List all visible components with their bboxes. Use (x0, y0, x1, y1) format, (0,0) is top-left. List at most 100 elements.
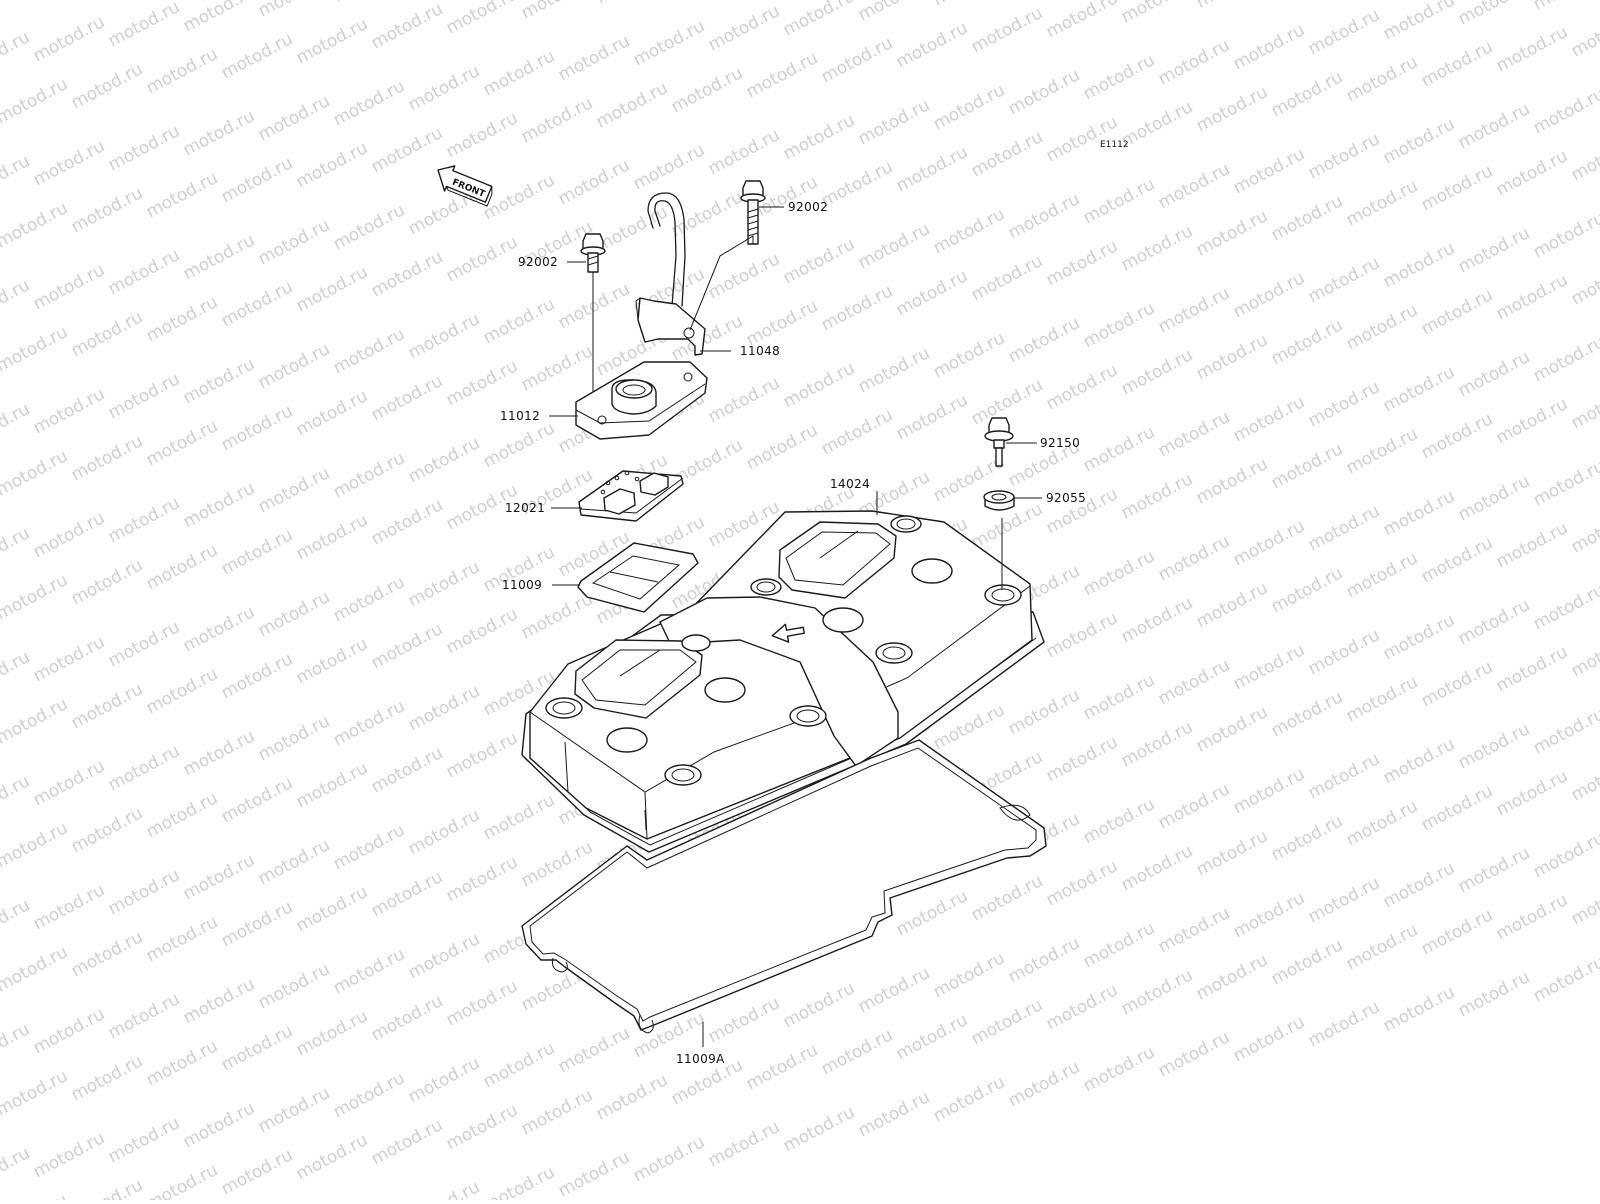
watermark-text: motod.ru (1230, 888, 1308, 942)
cylinder-head-cover-14024[interactable] (521, 510, 1045, 853)
watermark-text: motod.ru (743, 420, 821, 474)
watermark-text: motod.ru (1380, 734, 1458, 788)
watermark-text: motod.ru (593, 202, 671, 256)
watermark-text: motod.ru (293, 634, 371, 688)
watermark-text: motod.ru (1530, 828, 1600, 882)
watermark-text: motod.ru (1493, 22, 1571, 76)
watermark-text: motod.ru (1005, 685, 1083, 739)
watermark-text: motod.ru (1305, 873, 1383, 927)
watermark-text: motod.ru (930, 948, 1008, 1002)
watermark-text: motod.ru (368, 0, 446, 53)
watermark-text: motod.ru (1455, 0, 1533, 29)
watermark-text: motod.ru (1193, 826, 1271, 880)
watermark-text: motod.ru (1043, 608, 1121, 662)
watermark-text: motod.ru (443, 852, 521, 906)
watermark-text: motod.ru (218, 1021, 296, 1075)
watermark-text: motod.ru (1455, 99, 1533, 153)
watermark-text: motod.ru (818, 281, 896, 335)
label-11048: 11048 (740, 344, 780, 358)
watermark-text: motod.ru (1455, 223, 1533, 277)
watermark-text: motod.ru (1568, 7, 1600, 61)
watermark-text: motod.ru (518, 93, 596, 147)
cover-11012[interactable] (575, 361, 708, 440)
watermark-text: motod.ru (555, 1147, 633, 1200)
watermark-text: motod.ru (1380, 610, 1458, 664)
watermark-text: motod.ru (0, 647, 33, 701)
reed-valve-plate-12021[interactable] (578, 470, 684, 522)
watermark-text: motod.ru (0, 895, 33, 949)
watermark-text: motod.ru (443, 728, 521, 782)
grommet-92055[interactable] (983, 490, 1015, 511)
watermark-text: motod.ru (1343, 300, 1421, 354)
watermark-text: motod.ru (405, 61, 483, 115)
watermark-text: motod.ru (330, 820, 408, 874)
watermark-text: motod.ru (330, 572, 408, 626)
watermark-text: motod.ru (1343, 796, 1421, 850)
watermark-text: motod.ru (30, 632, 108, 686)
watermark-text: motod.ru (255, 0, 333, 21)
watermark-text: motod.ru (1230, 516, 1308, 570)
watermark-text: motod.ru (1343, 424, 1421, 478)
watermark-text: motod.ru (1080, 1042, 1158, 1096)
watermark-text: motod.ru (68, 1175, 146, 1200)
watermark-text: motod.ru (1568, 379, 1600, 433)
watermark-text: motod.ru (1193, 0, 1271, 12)
watermark-text: motod.ru (1118, 593, 1196, 647)
watermark-text: motod.ru (593, 0, 671, 8)
watermark-text: motod.ru (1455, 719, 1533, 773)
watermark-text: motod.ru (218, 525, 296, 579)
bracket-11048[interactable] (635, 192, 706, 356)
watermark-text: motod.ru (1418, 409, 1496, 463)
watermark-text: motod.ru (705, 1, 783, 55)
watermark-text: motod.ru (330, 0, 408, 6)
watermark-text: motod.ru (1193, 206, 1271, 260)
watermark-text: motod.ru (330, 76, 408, 130)
watermark-text: motod.ru (855, 1087, 933, 1141)
watermark-text: motod.ru (1305, 253, 1383, 307)
watermark-text: motod.ru (180, 478, 258, 532)
watermark-text: motod.ru (1530, 332, 1600, 386)
bolt-92002-top[interactable] (740, 180, 766, 245)
watermark-text: motod.ru (518, 1085, 596, 1139)
front-arrow-icon: FRONT (437, 165, 493, 207)
label-92002-top: 92002 (788, 200, 828, 214)
watermark-text: motod.ru (1305, 997, 1383, 1051)
watermark-text: motod.ru (1193, 578, 1271, 632)
watermark-text: motod.ru (1268, 811, 1346, 865)
watermark-text: motod.ru (1568, 875, 1600, 929)
watermark-text: motod.ru (1118, 0, 1196, 27)
watermark-text: motod.ru (0, 322, 71, 376)
watermark-text: motod.ru (368, 247, 446, 301)
watermark-text: motod.ru (368, 867, 446, 921)
watermark-text: motod.ru (1155, 35, 1233, 89)
watermark-text: motod.ru (893, 142, 971, 196)
bolt-92002-left[interactable] (580, 233, 606, 273)
bolt-92150[interactable] (984, 417, 1014, 467)
watermark-text: motod.ru (0, 198, 71, 252)
watermark-text: motod.ru (30, 1128, 108, 1182)
watermark-text: motod.ru (0, 1019, 33, 1073)
head-cover-gasket-11009A[interactable] (521, 739, 1047, 1034)
watermark-text: motod.ru (1530, 84, 1600, 138)
watermark-text: motod.ru (1493, 890, 1571, 944)
gasket-11009[interactable] (577, 542, 699, 613)
watermark-text: motod.ru (1530, 704, 1600, 758)
watermark-text: motod.ru (1493, 394, 1571, 448)
watermark-text: motod.ru (743, 48, 821, 102)
watermark-text: motod.ru (405, 1177, 483, 1200)
watermark-text: motod.ru (0, 27, 33, 81)
watermark-text: motod.ru (1193, 454, 1271, 508)
watermark-text: motod.ru (368, 743, 446, 797)
watermark-text: motod.ru (30, 136, 108, 190)
watermark-text: motod.ru (0, 771, 33, 825)
watermark-text: motod.ru (893, 886, 971, 940)
watermark-text: motod.ru (1530, 456, 1600, 510)
watermark-text: motod.ru (218, 1145, 296, 1199)
watermark-text: motod.ru (1305, 625, 1383, 679)
watermark-text: motod.ru (105, 1113, 183, 1167)
watermark-text: motod.ru (143, 416, 221, 470)
watermark-text: motod.ru (1155, 1027, 1233, 1081)
watermark-text: motod.ru (1380, 0, 1458, 44)
watermark-text: motod.ru (255, 1083, 333, 1137)
label-11009: 11009 (502, 578, 542, 592)
